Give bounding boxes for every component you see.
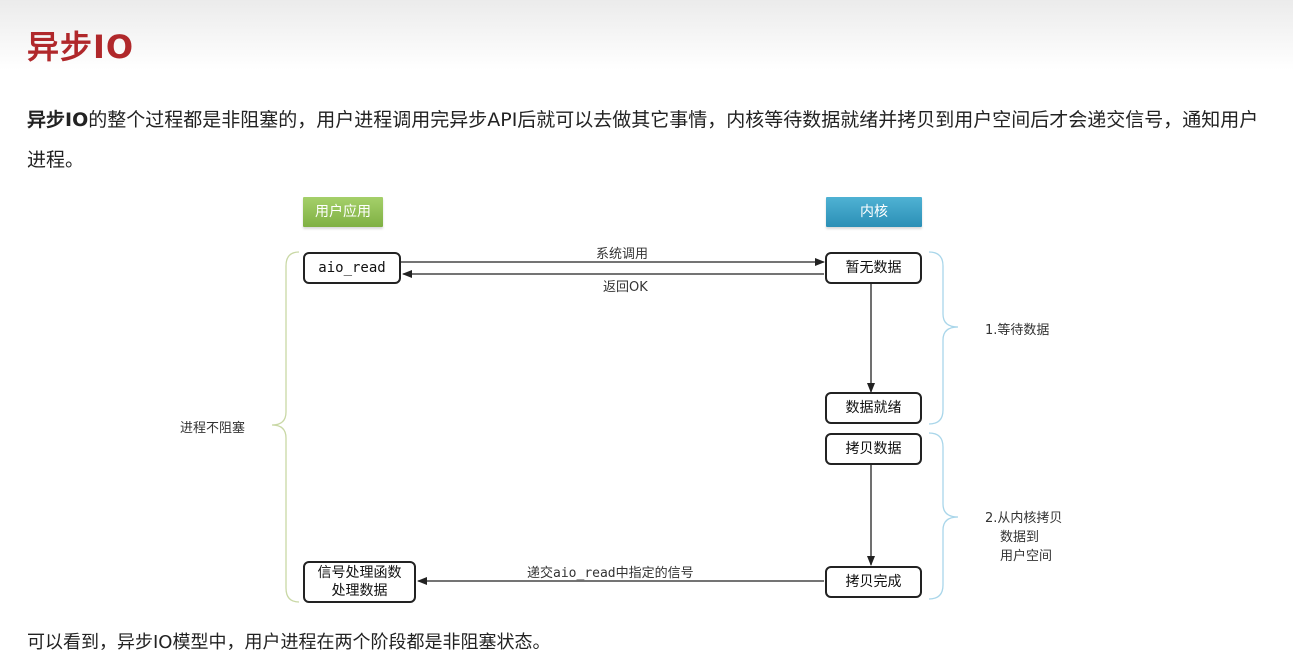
kernel-header: 内核 — [826, 197, 922, 227]
phase2-brace — [928, 432, 959, 600]
title-band — [0, 0, 1293, 70]
phase2-label-line3: 用户空间 — [1000, 549, 1053, 564]
signal-label-suffix: 中指定的信号 — [615, 566, 694, 581]
phase2-label-line2: 数据到 — [1000, 530, 1040, 545]
copy-done-node: 拷贝完成 — [825, 566, 922, 598]
syscall-label: 系统调用 — [596, 247, 649, 262]
user-app-header: 用户应用 — [303, 197, 383, 227]
signal-handler-line1: 信号处理函数 — [317, 565, 402, 581]
phase1-label: 1.等待数据 — [985, 323, 1050, 338]
phase2-label-line1: 2.从内核拷贝 — [985, 511, 1063, 526]
intro-bold-term: 异步IO — [27, 109, 89, 131]
page-title: 异步IO — [27, 28, 135, 66]
nonblocking-label: 进程不阻塞 — [180, 421, 246, 436]
nonblocking-brace — [271, 251, 300, 603]
signal-label: 递交aio_read中指定的信号 — [527, 562, 694, 581]
signal-handler-line2: 处理数据 — [331, 583, 388, 599]
footer-summary: 可以看到，异步IO模型中，用户进程在两个阶段都是非阻塞状态。 — [27, 632, 551, 653]
signal-label-prefix: 递交 — [527, 566, 554, 581]
signal-label-mono: aio_read — [553, 566, 616, 581]
phase1-brace — [928, 251, 959, 425]
signal-handler-node: 信号处理函数 处理数据 — [303, 561, 416, 603]
copy-data-node: 拷贝数据 — [825, 433, 922, 465]
data-ready-node: 数据就绪 — [825, 392, 922, 424]
intro-text: 的整个过程都是非阻塞的，用户进程调用完异步API后就可以去做其它事情，内核等待数… — [27, 109, 1259, 171]
no-data-node: 暂无数据 — [825, 252, 922, 284]
aio-read-node: aio_read — [303, 252, 401, 284]
intro-paragraph: 异步IO的整个过程都是非阻塞的，用户进程调用完异步API后就可以去做其它事情，内… — [27, 100, 1267, 180]
return-ok-label: 返回OK — [603, 280, 648, 295]
phase2-label: 2.从内核拷贝 数据到 用户空间 — [985, 509, 1062, 566]
